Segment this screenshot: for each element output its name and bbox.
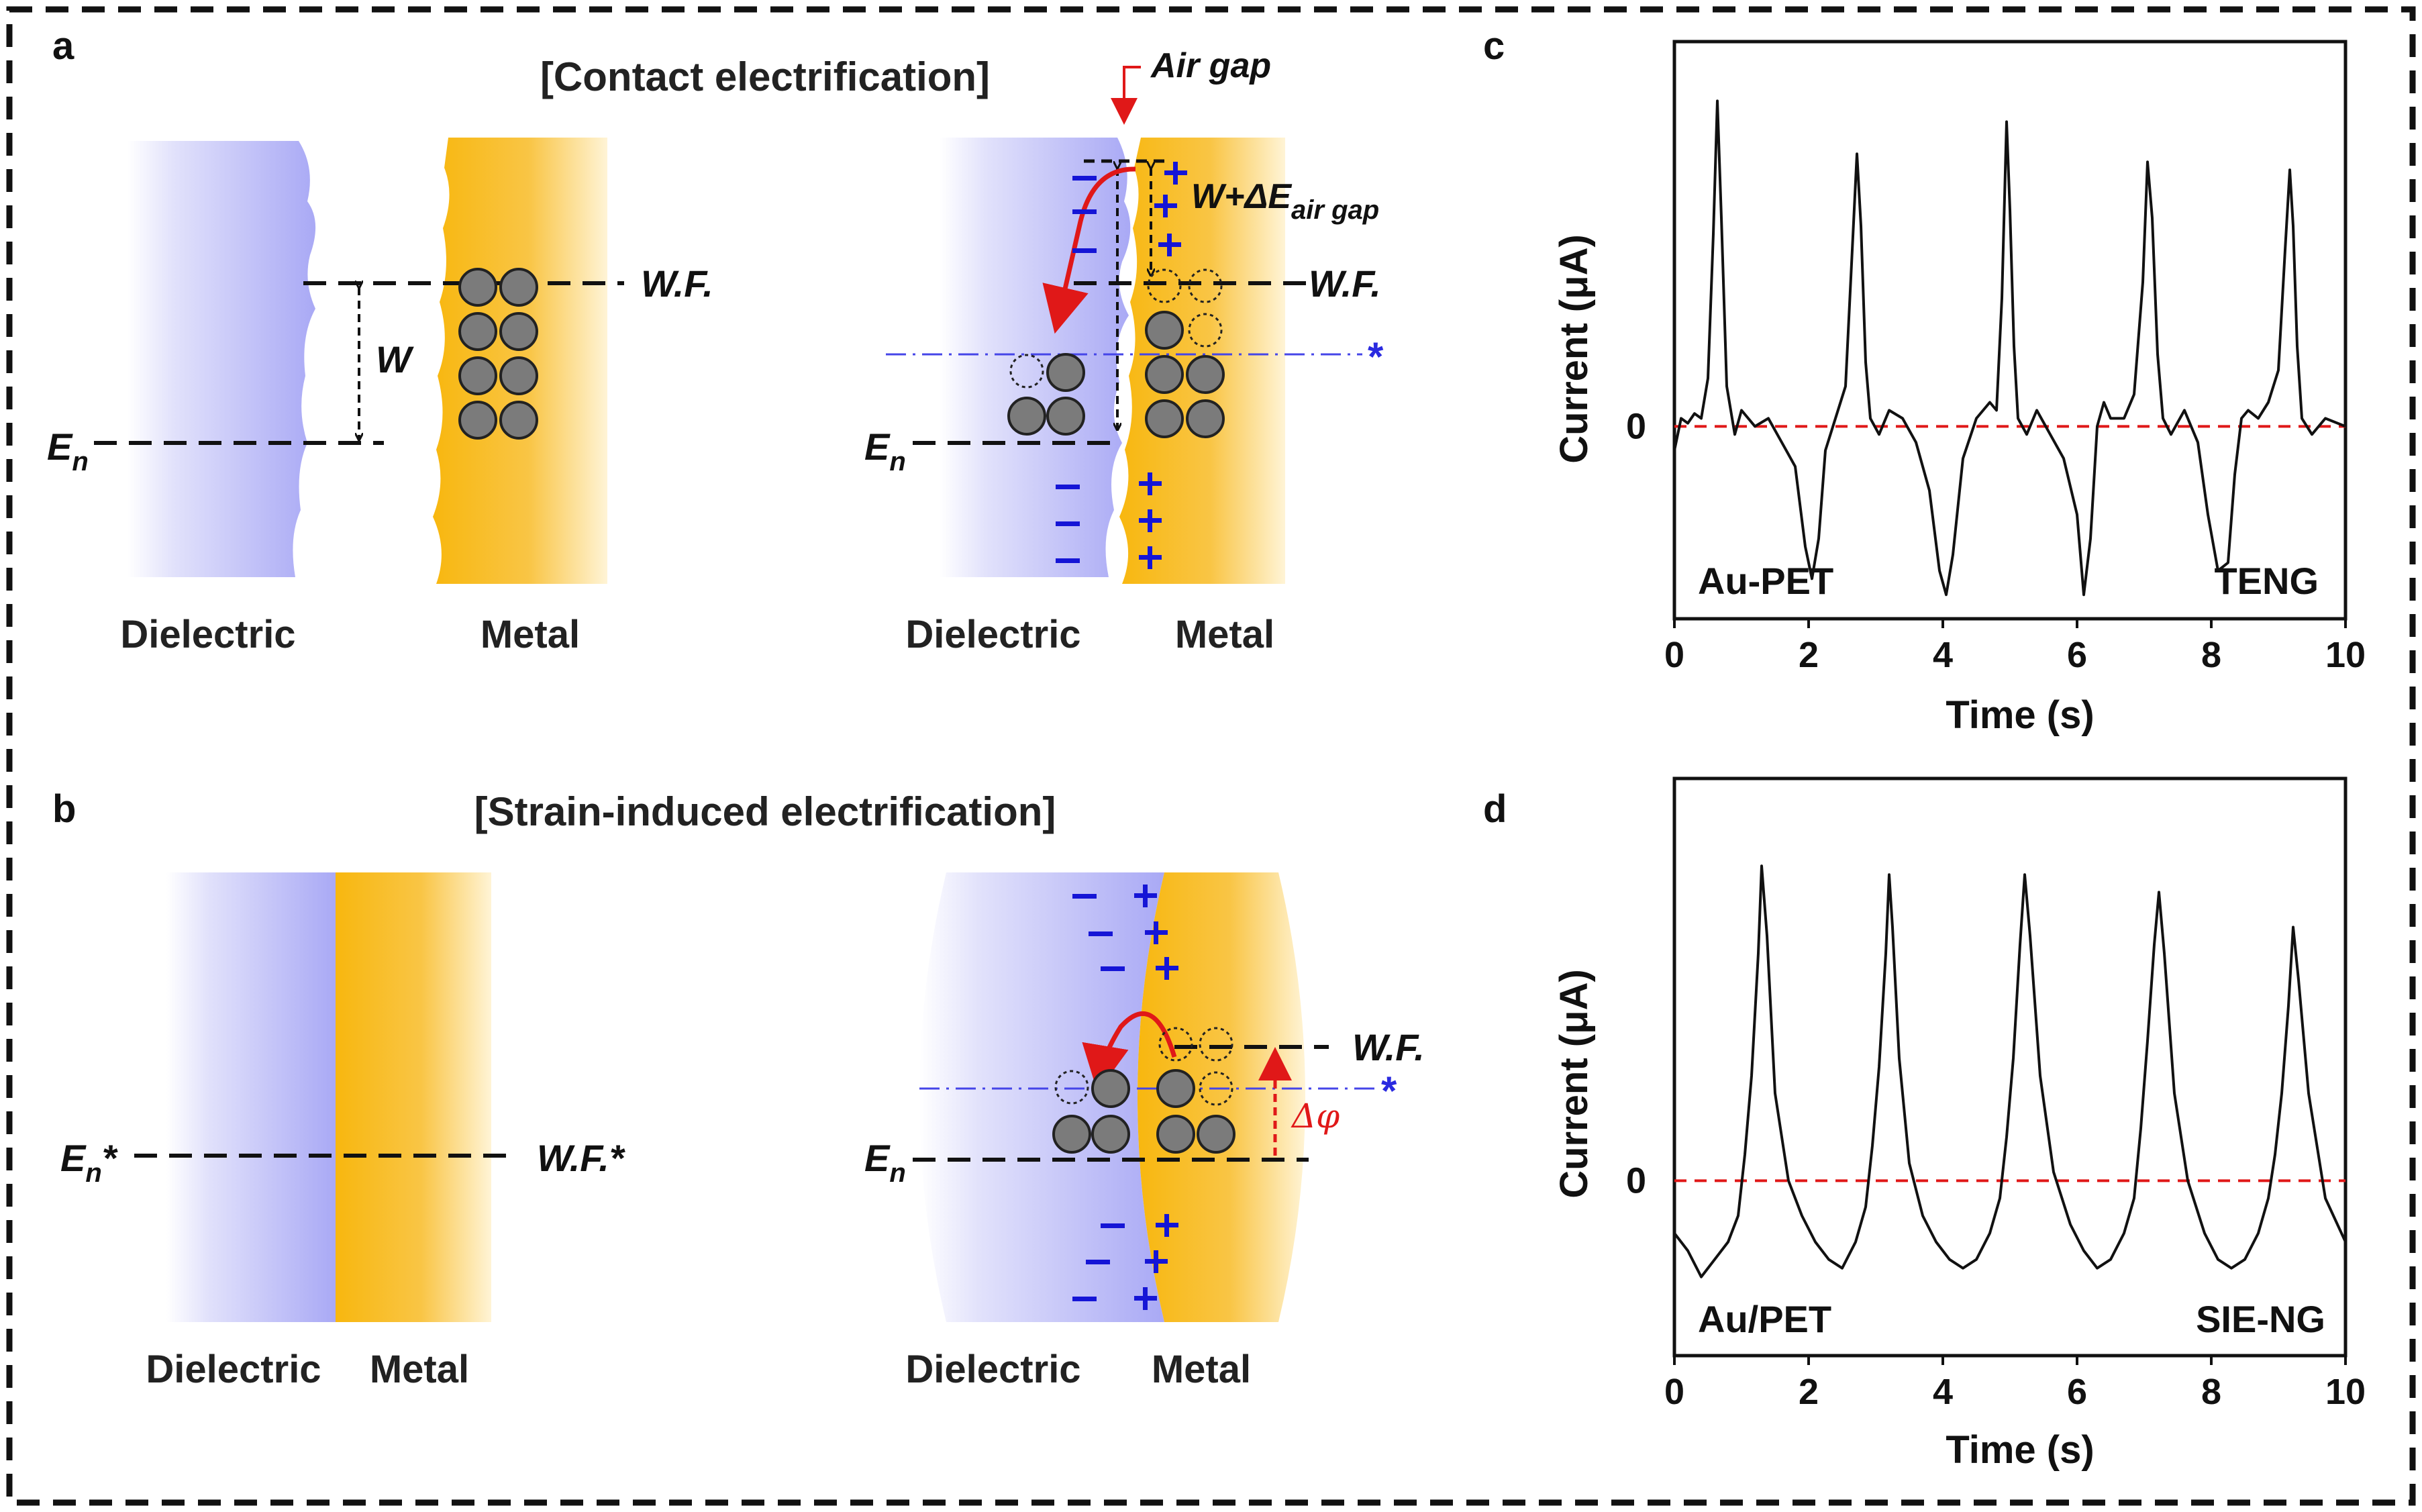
outer-dashed-frame — [6, 6, 2416, 1506]
chart-c: 0 2 4 6 8 10 0 — [1626, 99, 2366, 675]
dielectric-slab-b-left — [166, 872, 336, 1322]
electron-vacancy-a-left — [1009, 354, 1044, 389]
negative-charges-b — [1072, 894, 1125, 1301]
x-tick-label: 2 — [1799, 1372, 1819, 1412]
x-axis-title-d: Time (s) — [1946, 1428, 2094, 1472]
star-label-a: * — [1368, 334, 1384, 379]
dielectric-label-a-left: Dielectric — [120, 613, 295, 656]
x-tick-label: 6 — [2067, 635, 2087, 675]
corner-label-right-c: TENG — [2214, 560, 2319, 602]
y-tick-label: 0 — [1626, 1160, 1646, 1201]
metal-label-b-left: Metal — [370, 1348, 469, 1391]
en-star-label-b: En* — [60, 1137, 118, 1188]
x-tick-label: 2 — [1799, 635, 1819, 675]
panel-letter-b: b — [52, 787, 76, 831]
electrons-dielectric-b — [1052, 1069, 1130, 1154]
panel-letter-c: c — [1483, 24, 1505, 68]
corner-label-left-c: Au-PET — [1698, 560, 1833, 602]
y-axis-title-d: Current (μA) — [1552, 969, 1596, 1199]
metal-label-a-right: Metal — [1175, 613, 1274, 656]
delta-phi-label: Δφ — [1291, 1097, 1340, 1136]
dielectric-slab-b-right — [919, 872, 1164, 1322]
dielectric-label-b-right: Dielectric — [905, 1348, 1080, 1391]
panel-b: b [Strain-induced electrification] En* W… — [52, 787, 1425, 1391]
en-label-a-left: En — [47, 425, 89, 476]
en-label-b-right: En — [864, 1137, 906, 1188]
electron-vacancies-metal-b — [1158, 1027, 1233, 1106]
x-tick-label: 4 — [1933, 1372, 1953, 1412]
dielectric-label-b-left: Dielectric — [146, 1348, 321, 1391]
positive-charges-b — [1134, 885, 1178, 1310]
x-tick-label: 8 — [2201, 635, 2221, 675]
x-axis-title-c: Time (s) — [1946, 693, 2094, 737]
x-tick-label: 10 — [2325, 1372, 2366, 1412]
wf-label-b-right: W.F. — [1352, 1026, 1425, 1068]
electrons-dielectric-a — [1007, 353, 1085, 436]
star-label-b: * — [1381, 1068, 1397, 1113]
x-tick-label: 0 — [1664, 635, 1684, 675]
x-tick-label: 10 — [2325, 635, 2366, 675]
x-tick-label: 6 — [2067, 1372, 2087, 1412]
air-gap-label: Air gap — [1150, 46, 1271, 85]
en-label-a-right: En — [864, 425, 906, 476]
y-axis-title-c: Current (μA) — [1552, 234, 1596, 464]
panel-b-title: [Strain-induced electrification] — [474, 789, 1056, 834]
metal-slab-b-left — [336, 872, 491, 1322]
wf-star-label-b: W.F.* — [537, 1137, 625, 1179]
wplus-label: W+ΔEair gap — [1191, 177, 1379, 225]
positive-charges-a — [1139, 162, 1187, 569]
panel-a: a [Contact electrification] W W.F. En Di… — [47, 24, 1384, 656]
metal-slab-b-right — [1138, 872, 1305, 1322]
metal-label-b-right: Metal — [1152, 1348, 1251, 1391]
air-gap-pointer — [1111, 66, 1141, 125]
x-tick-label: 4 — [1933, 635, 1953, 675]
panel-letter-d: d — [1483, 787, 1507, 831]
transfer-arrow-b — [1082, 1011, 1177, 1093]
current-trace — [1673, 99, 2346, 597]
dielectric-slab-a-left — [128, 141, 316, 577]
corner-label-right-d: SIE-NG — [2196, 1298, 2325, 1340]
current-trace — [1673, 864, 2347, 1278]
panel-letter-a: a — [52, 24, 74, 68]
electron-vacancies-metal-a — [1147, 268, 1223, 348]
wf-label-a-left: W.F. — [641, 262, 713, 305]
dielectric-label-a-right: Dielectric — [905, 613, 1080, 656]
electron-vacancy-b-left — [1054, 1070, 1089, 1105]
electrons-metal-a — [1145, 311, 1225, 438]
dielectric-slab-a-right — [940, 138, 1131, 577]
x-tick-label: 8 — [2201, 1372, 2221, 1412]
x-tick-label: 0 — [1664, 1372, 1684, 1412]
electrons-metal-b — [1156, 1069, 1235, 1154]
panel-a-title: [Contact electrification] — [540, 54, 990, 99]
y-tick-label: 0 — [1626, 406, 1646, 446]
negative-charges-a — [1056, 176, 1097, 563]
plot-frame-c — [1672, 40, 2348, 621]
chart-d: 0 2 4 6 8 10 0 — [1626, 864, 2366, 1412]
gap-label-a-left: W — [376, 338, 414, 381]
electron-stack-a-left — [458, 268, 538, 440]
wf-label-a-right: W.F. — [1309, 262, 1381, 305]
plot-frame-d — [1672, 776, 2348, 1358]
metal-label-a-left: Metal — [481, 613, 580, 656]
corner-label-left-d: Au/PET — [1698, 1298, 1831, 1340]
transfer-arrow-a — [1042, 166, 1136, 334]
